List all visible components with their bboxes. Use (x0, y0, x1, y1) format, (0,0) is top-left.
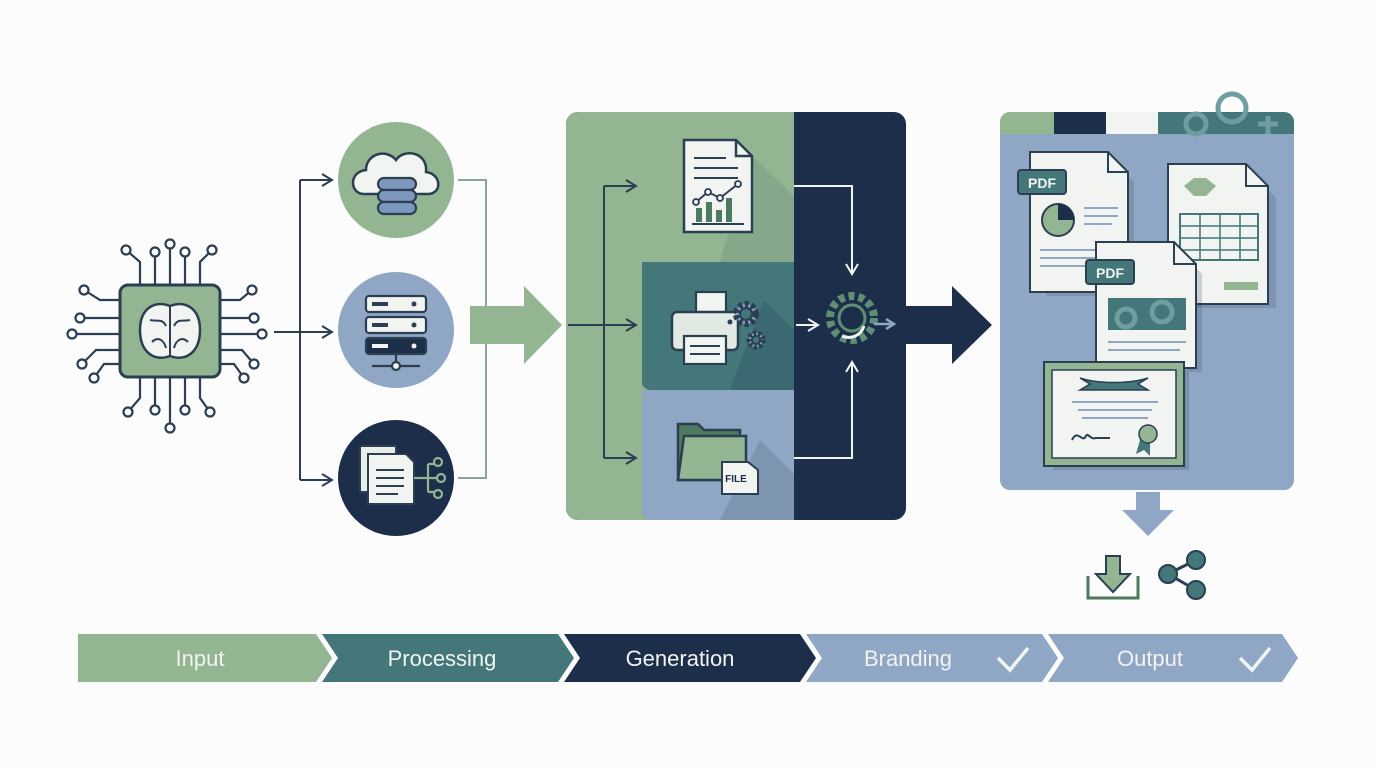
cloud-database-icon (338, 122, 454, 238)
arrow-to-branding (904, 286, 992, 364)
arrow-to-output (1122, 492, 1174, 536)
file-badge: FILE (725, 474, 747, 485)
stage-branding[interactable]: Branding (806, 634, 1058, 682)
stage-generation[interactable]: Generation (564, 634, 816, 682)
stage-label: Generation (626, 646, 735, 671)
stage-label: Output (1117, 646, 1183, 671)
stage-output[interactable]: Output (1048, 634, 1298, 682)
document-network-icon (338, 420, 454, 536)
stage-label: Processing (388, 646, 497, 671)
pdf-badge: PDF (1028, 175, 1056, 191)
input-branch-connector (274, 173, 334, 487)
report-chart-icon (682, 138, 754, 234)
stage-label: Branding (864, 646, 952, 671)
stage-progress-bar: Input Processing Generation Branding Out… (78, 634, 1298, 682)
pdf-brochure-document: PDF (1085, 241, 1202, 372)
arrow-to-generation (470, 286, 562, 364)
certificate-document (1043, 361, 1189, 470)
printer-gears-icon (670, 290, 766, 366)
stage-processing[interactable]: Processing (322, 634, 574, 682)
generation-branch-connector (568, 179, 638, 465)
stage-label: Input (176, 646, 225, 671)
download-icon[interactable] (1086, 555, 1140, 600)
generation-gear-connector (794, 185, 859, 459)
gear-cycle-icon (826, 292, 897, 344)
pdf-badge: PDF (1096, 265, 1124, 281)
server-rack-icon (338, 272, 454, 388)
check-icon (1238, 646, 1272, 673)
stage-input[interactable]: Input (78, 634, 332, 682)
share-icon[interactable] (1158, 550, 1206, 600)
folder-file-icon: FILE (676, 422, 759, 495)
check-icon (996, 646, 1030, 673)
brain-chip-icon (66, 238, 268, 434)
